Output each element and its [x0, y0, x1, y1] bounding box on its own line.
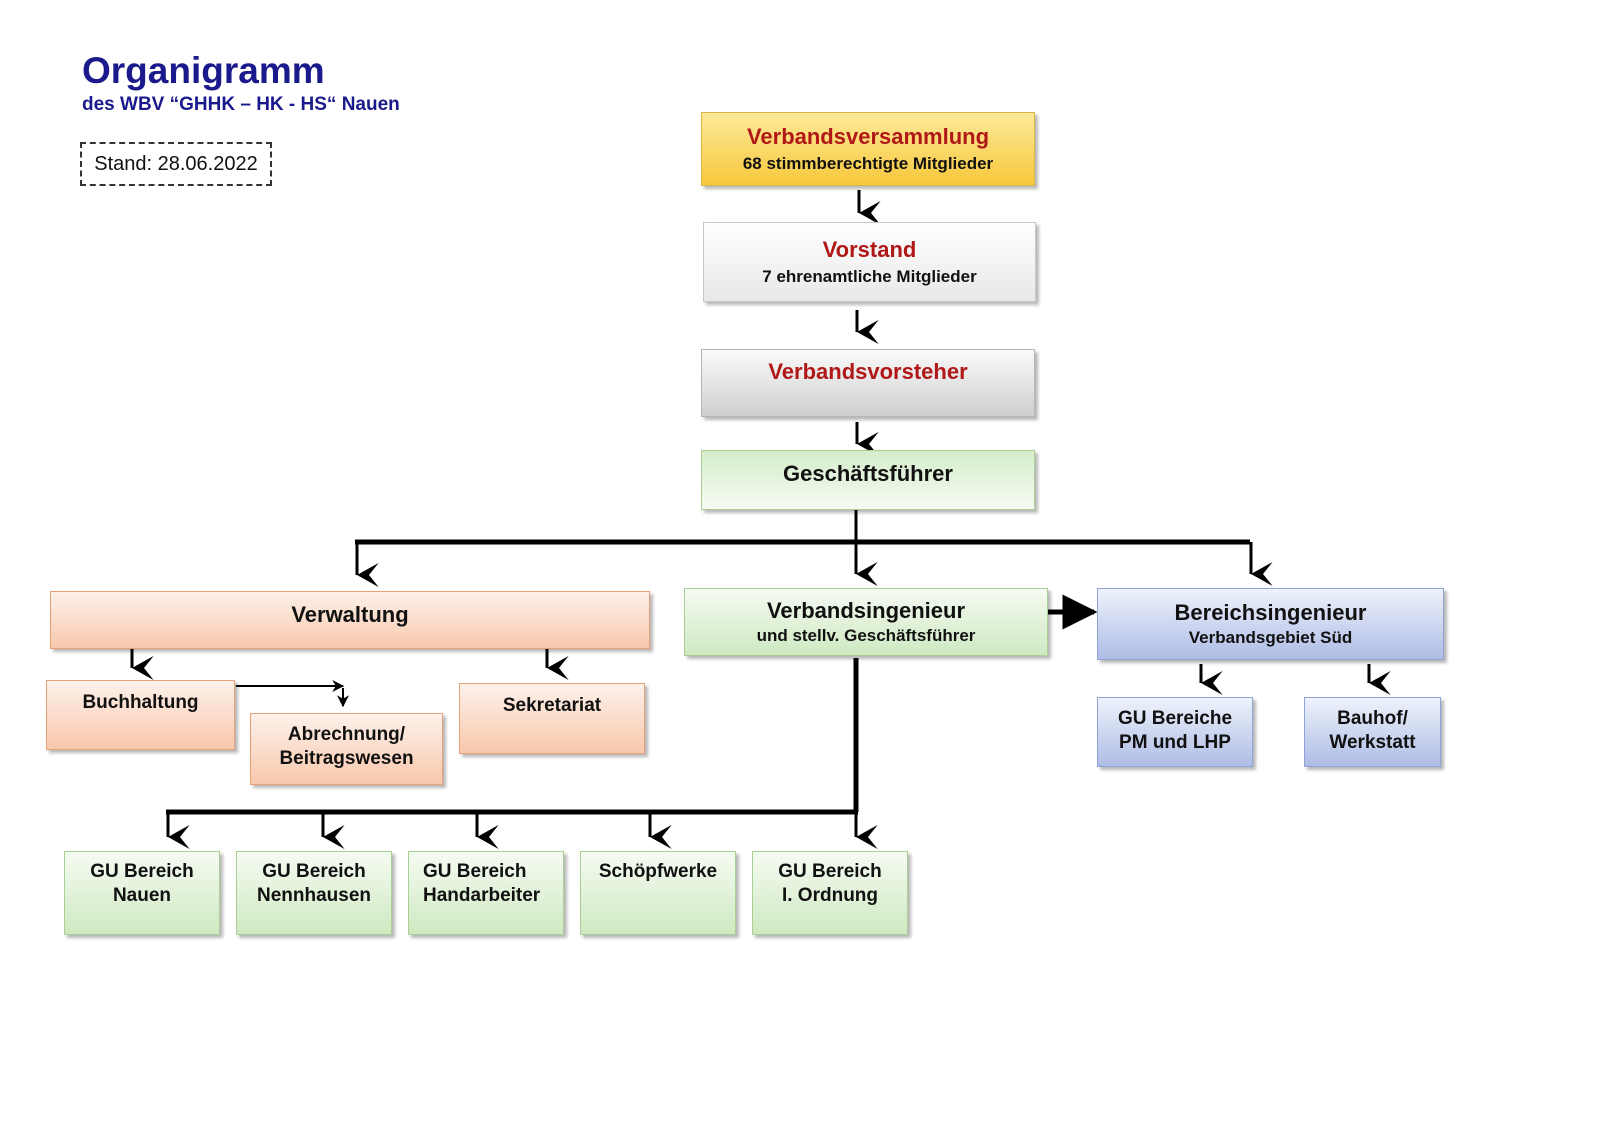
node-bereichsingenieur: Bereichsingenieur Verbandsgebiet Süd	[1097, 588, 1444, 660]
node-gu-handarbeiter: GU Bereich Handarbeiter	[408, 851, 564, 935]
node-title: Geschäftsführer	[783, 461, 953, 486]
node-gu-nauen: GU Bereich Nauen	[64, 851, 220, 935]
node-line2: Beitragswesen	[279, 748, 414, 769]
page-subtitle: des WBV “GHHK – HK - HS“ Nauen	[82, 94, 400, 115]
node-schoepfwerke: Schöpfwerke	[580, 851, 736, 935]
node-title: Verbandsvorsteher	[768, 359, 968, 384]
node-line1: GU Bereich	[262, 861, 366, 882]
node-line2: Handarbeiter	[423, 885, 541, 906]
page-title: Organigramm	[82, 50, 325, 91]
node-line2: Nennhausen	[256, 885, 372, 906]
node-verwaltung: Verwaltung	[50, 591, 650, 649]
node-subtitle: 68 stimmberechtigte Mitglieder	[742, 154, 994, 173]
node-line2: Nauen	[112, 885, 172, 906]
node-title: Verwaltung	[291, 602, 409, 627]
node-bauhof: Bauhof/ Werkstatt	[1304, 697, 1441, 767]
node-subtitle: Verbandsgebiet Süd	[1188, 628, 1353, 647]
node-line1: Bauhof/	[1337, 708, 1408, 729]
node-geschaeftsfuehrer: Geschäftsführer	[701, 450, 1035, 510]
node-line1: GU Bereich	[90, 861, 194, 882]
node-line1: GU Bereich	[778, 861, 882, 882]
date-stamp: Stand: 28.06.2022	[80, 142, 272, 186]
node-gu-bereiche-pm: GU Bereiche PM und LHP	[1097, 697, 1253, 767]
node-subtitle: 7 ehrenamtliche Mitglieder	[762, 267, 977, 286]
node-line1: Abrechnung/	[287, 724, 406, 745]
node-title: Sekretariat	[502, 695, 602, 716]
node-abrechnung: Abrechnung/ Beitragswesen	[250, 713, 443, 785]
node-title: Verbandsingenieur	[766, 598, 966, 623]
node-line2: I. Ordnung	[781, 885, 879, 906]
node-title: Buchhaltung	[82, 692, 199, 713]
node-title: Bereichsingenieur	[1174, 600, 1367, 625]
node-gu-nennhausen: GU Bereich Nennhausen	[236, 851, 392, 935]
node-verbandsversammlung: Verbandsversammlung 68 stimmberechtigte …	[701, 112, 1035, 186]
node-verbandsingenieur: Verbandsingenieur und stellv. Geschäftsf…	[684, 588, 1048, 656]
node-buchhaltung: Buchhaltung	[46, 680, 235, 750]
node-gu-ordnung: GU Bereich I. Ordnung	[752, 851, 908, 935]
node-line1: GU Bereich	[423, 861, 527, 882]
node-title: Vorstand	[822, 237, 917, 262]
node-vorstand: Vorstand 7 ehrenamtliche Mitglieder	[703, 222, 1036, 302]
node-line1: GU Bereiche	[1117, 708, 1233, 729]
node-line2: Werkstatt	[1329, 732, 1416, 753]
node-line2: PM und LHP	[1119, 732, 1231, 753]
node-subtitle: und stellv. Geschäftsführer	[756, 626, 976, 645]
node-title: Verbandsversammlung	[746, 124, 990, 149]
node-title: Schöpfwerke	[598, 861, 718, 882]
node-sekretariat: Sekretariat	[459, 683, 645, 754]
node-verbandsvorsteher: Verbandsvorsteher	[701, 349, 1035, 417]
